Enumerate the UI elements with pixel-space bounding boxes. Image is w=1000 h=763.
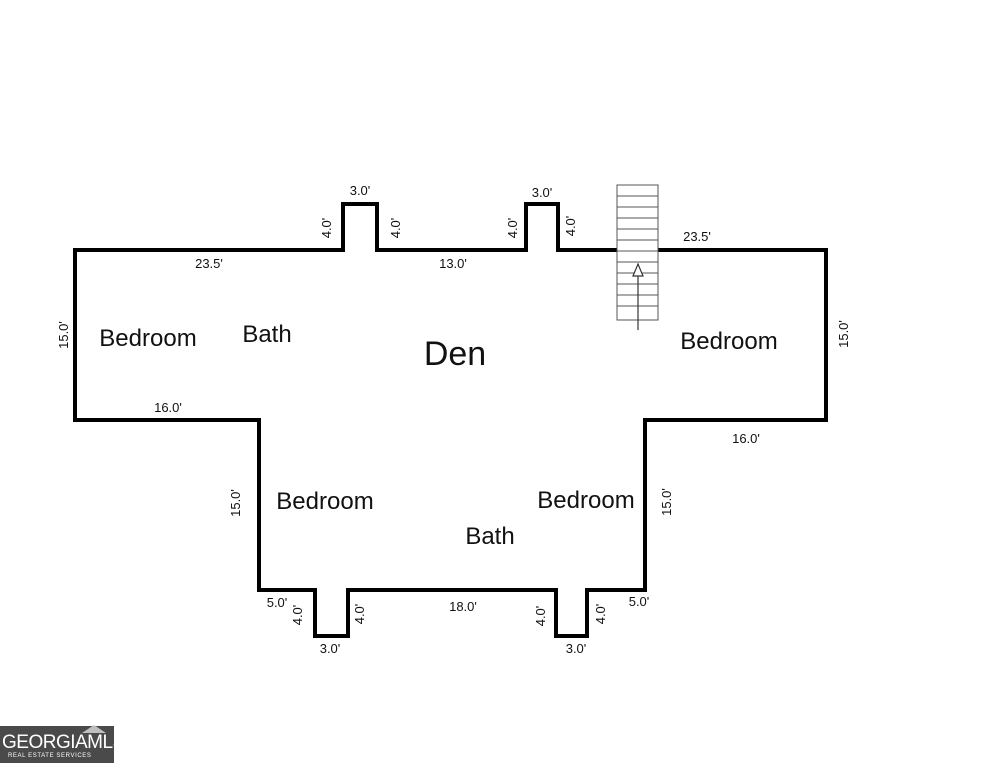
dimension-bump4-width: 3.0' (566, 641, 587, 656)
dimension-right-step: 16.0' (732, 431, 760, 446)
dimension-bump3-width: 3.0' (320, 641, 341, 656)
georgia-mls-logo: GEORGIAMLS REAL ESTATE SERVICES (0, 725, 125, 763)
dimension-bump2-left-depth: 4.0' (505, 218, 520, 239)
logo-brand-text: GEORGIAMLS (2, 732, 125, 753)
dimension-lower-right-wall: 15.0' (659, 488, 674, 516)
dimension-bump2-width: 3.0' (532, 185, 553, 200)
exterior-wall-outline (73, 202, 828, 638)
logo-tagline: REAL ESTATE SERVICES (8, 753, 92, 759)
dimension-left-step: 16.0' (154, 400, 182, 415)
dimension-bump2-right-depth: 4.0' (563, 216, 578, 237)
dimension-bottom-middle-wall: 18.0' (449, 599, 477, 614)
dimension-left-wall: 15.0' (56, 321, 71, 349)
dimension-bump3-left-depth: 4.0' (290, 605, 305, 626)
dimension-bump4-left-depth: 4.0' (533, 606, 548, 627)
room-label-bedroom-top-right: Bedroom (680, 328, 777, 355)
room-label-den: Den (424, 335, 486, 373)
dimension-top-left-wall: 23.5' (195, 256, 223, 271)
dimension-bump4-right-depth: 4.0' (593, 604, 608, 625)
room-label-bedroom-top-left: Bedroom (99, 325, 196, 352)
room-label-bath-top: Bath (242, 321, 291, 348)
dimension-bump1-width: 3.0' (350, 183, 371, 198)
room-label-bedroom-bottom-left: Bedroom (276, 488, 373, 515)
house-roof-icon (82, 725, 106, 733)
dimension-bump1-right-depth: 4.0' (388, 218, 403, 239)
room-label-bath-bottom: Bath (465, 523, 514, 550)
dimension-right-wall: 15.0' (836, 320, 851, 348)
dimension-top-middle-wall: 13.0' (439, 256, 467, 271)
dimension-top-right-wall: 23.5' (683, 229, 711, 244)
room-label-bedroom-bottom-right: Bedroom (537, 487, 634, 514)
dimension-bump1-left-depth: 4.0' (319, 218, 334, 239)
dimension-bottom-left-ledge: 5.0' (267, 595, 288, 610)
dimension-bottom-right-ledge: 5.0' (629, 594, 650, 609)
dimension-lower-left-wall: 15.0' (228, 489, 243, 517)
dimension-bump3-right-depth: 4.0' (352, 604, 367, 625)
stair-up-arrow-icon (632, 262, 644, 330)
